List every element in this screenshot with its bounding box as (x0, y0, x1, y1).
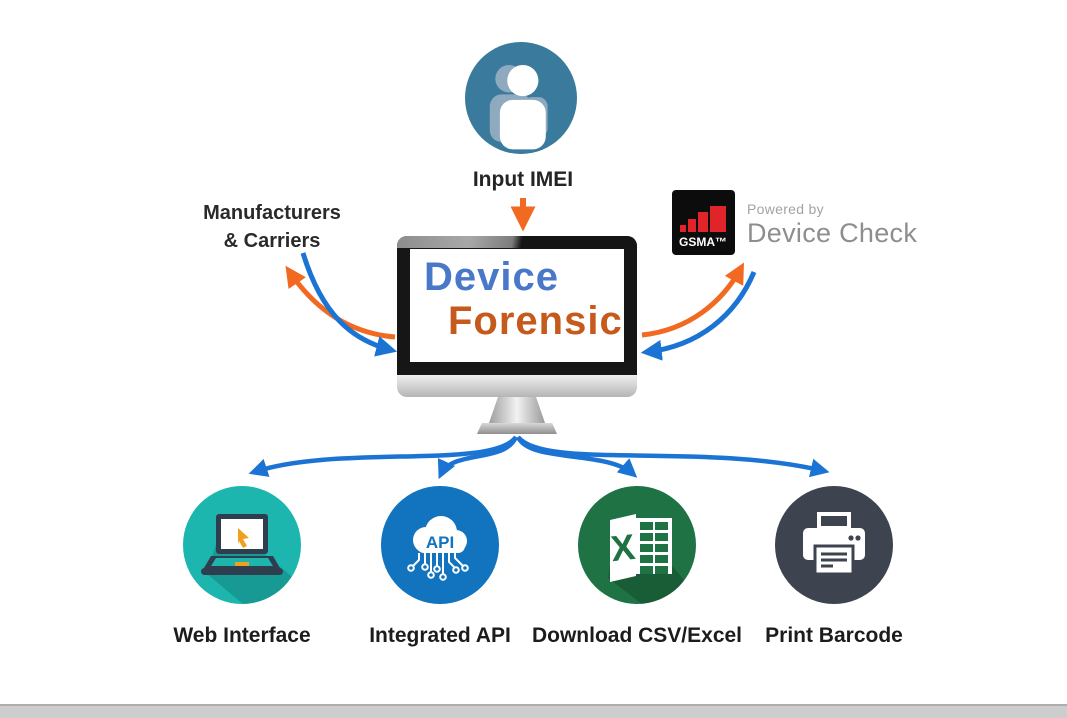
arrow-to-web-interface (248, 435, 518, 477)
monitor-screen: Device Forensic (410, 249, 624, 362)
output-web-interface: Web Interface (142, 486, 342, 648)
output-integrated-api: API Integrated API (340, 486, 540, 648)
arrow-monitor-to-gsma (641, 262, 745, 338)
monitor-bezel: Device Forensic (397, 236, 637, 375)
gsma-logo: GSMA™ (672, 190, 735, 255)
input-imei-label: Input IMEI (472, 168, 574, 191)
integrated-api-label: Integrated API (369, 624, 511, 647)
manufacturers-line2: & Carriers (223, 230, 321, 252)
arrow-to-print-barcode (516, 435, 830, 478)
arrow-gsma-to-monitor (640, 271, 757, 361)
system-name-line1: Device (424, 255, 559, 299)
output-download-excel: X Download CSV/Excel (532, 486, 742, 648)
device-check-label: Device Check (747, 218, 918, 248)
excel-icon: X (578, 486, 696, 604)
print-barcode-label: Print Barcode (765, 624, 903, 647)
laptop-icon (183, 486, 301, 604)
api-cloud-icon: API (381, 486, 499, 604)
output-print-barcode: Print Barcode (734, 486, 934, 648)
gsma-logo-text: GSMA™ (679, 235, 727, 249)
download-excel-label: Download CSV/Excel (531, 624, 743, 647)
device-check-branding: Powered by Device Check (747, 201, 917, 249)
monitor-stand-neck (489, 397, 545, 423)
api-cloud-text: API (426, 533, 454, 552)
users-icon (465, 42, 577, 154)
excel-x-letter: X (609, 526, 637, 569)
system-name-line2: Forensic (448, 299, 623, 343)
monitor-stand-base (477, 423, 557, 434)
gsma-bars-icon: GSMA™ (672, 190, 735, 255)
manufacturers-line1: Manufacturers (203, 202, 341, 224)
arrow-manufacturers-to-monitor (300, 252, 398, 357)
web-interface-label: Web Interface (173, 624, 311, 647)
device-forensic-monitor: Device Forensic (397, 236, 637, 434)
arrow-to-download-excel (515, 435, 638, 478)
bottom-gray-strip (0, 704, 1067, 718)
arrow-to-integrated-api (437, 435, 519, 480)
printer-icon (775, 486, 893, 604)
manufacturers-carriers-label: Manufacturers & Carriers (152, 199, 392, 255)
arrow-monitor-to-manufacturers (285, 265, 396, 340)
powered-by-label: Powered by (747, 201, 824, 217)
monitor-chin (397, 375, 637, 397)
input-user-badge (465, 42, 577, 154)
